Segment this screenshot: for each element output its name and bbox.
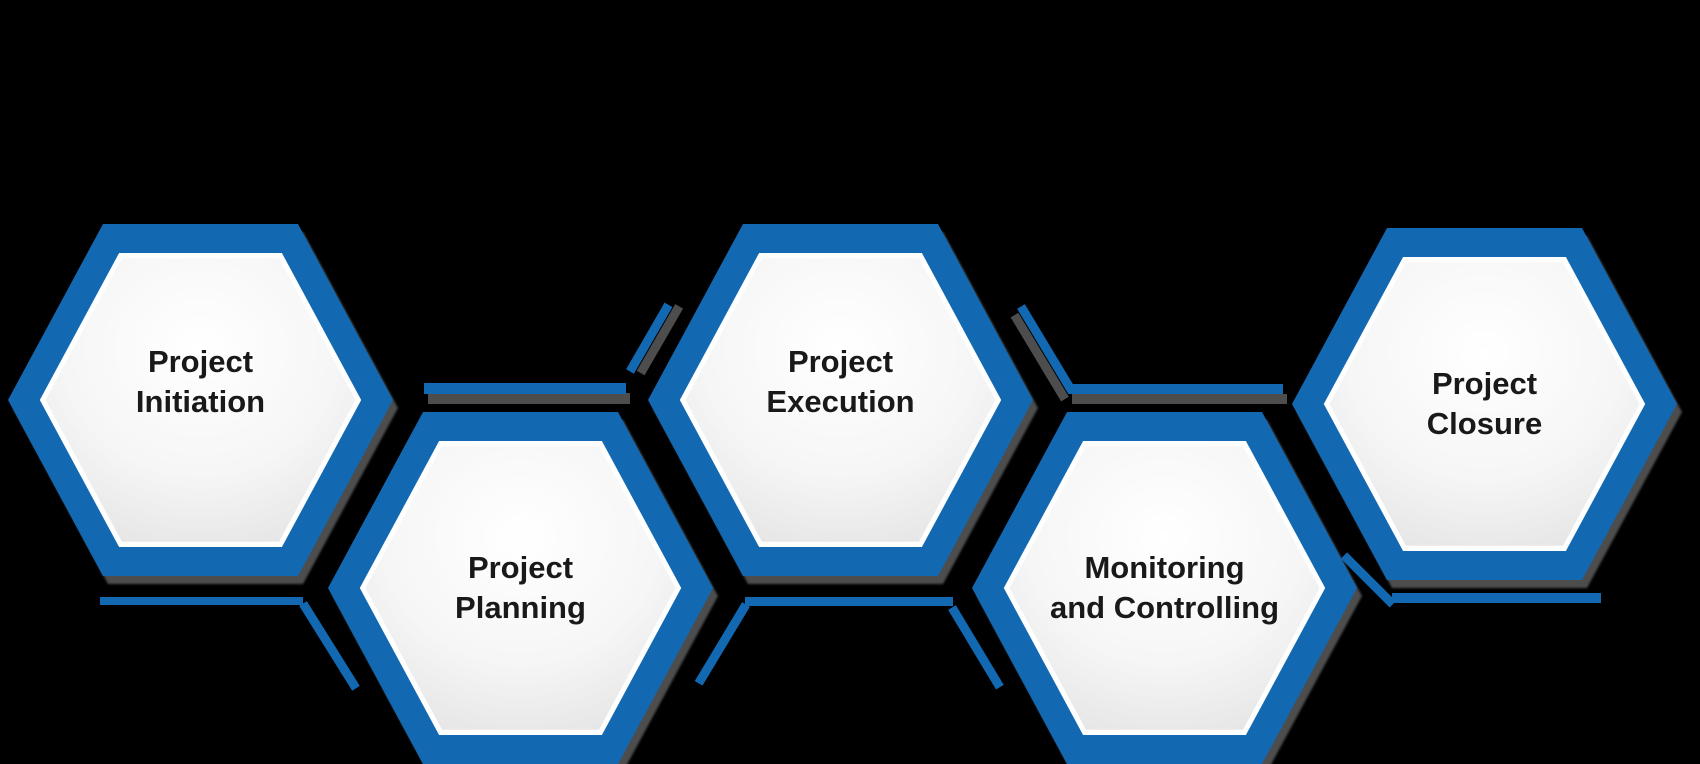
connector-line-top-2 <box>1068 384 1283 394</box>
hexagon-project-closure: Project Closure <box>1292 228 1677 580</box>
label-line: Project <box>147 344 254 379</box>
label-line: Execution <box>766 384 915 419</box>
connector-line-bottom-left <box>100 597 303 605</box>
connector-line-bottom-right <box>1392 593 1601 603</box>
hexagon-project-planning: Project Planning <box>328 412 713 764</box>
label-line: Project <box>467 550 574 585</box>
hexagon-label-execution: Project Execution <box>648 206 1033 558</box>
hexagon-label-initiation: Project Initiation <box>8 206 393 558</box>
hexagon-project-initiation: Project Initiation <box>8 224 393 576</box>
label-line: Closure <box>1426 406 1543 441</box>
label-line: Planning <box>455 590 586 625</box>
hexagon-monitoring-controlling: Monitoring and Controlling <box>972 412 1357 764</box>
label-line: and Controlling <box>1049 590 1280 625</box>
hexagon-project-execution: Project Execution <box>648 224 1033 576</box>
hexagon-label-planning: Project Planning <box>328 412 713 764</box>
hexagon-label-closure: Project Closure <box>1292 228 1677 580</box>
label-line: Project <box>787 344 894 379</box>
label-line: Project <box>1431 366 1538 401</box>
label-line: Initiation <box>135 384 266 419</box>
hexagon-label-monitoring: Monitoring and Controlling <box>972 412 1357 764</box>
label-line: Monitoring <box>1084 550 1245 585</box>
connector-line-top-1 <box>424 383 626 394</box>
connector-line-bottom-middle <box>745 597 953 606</box>
